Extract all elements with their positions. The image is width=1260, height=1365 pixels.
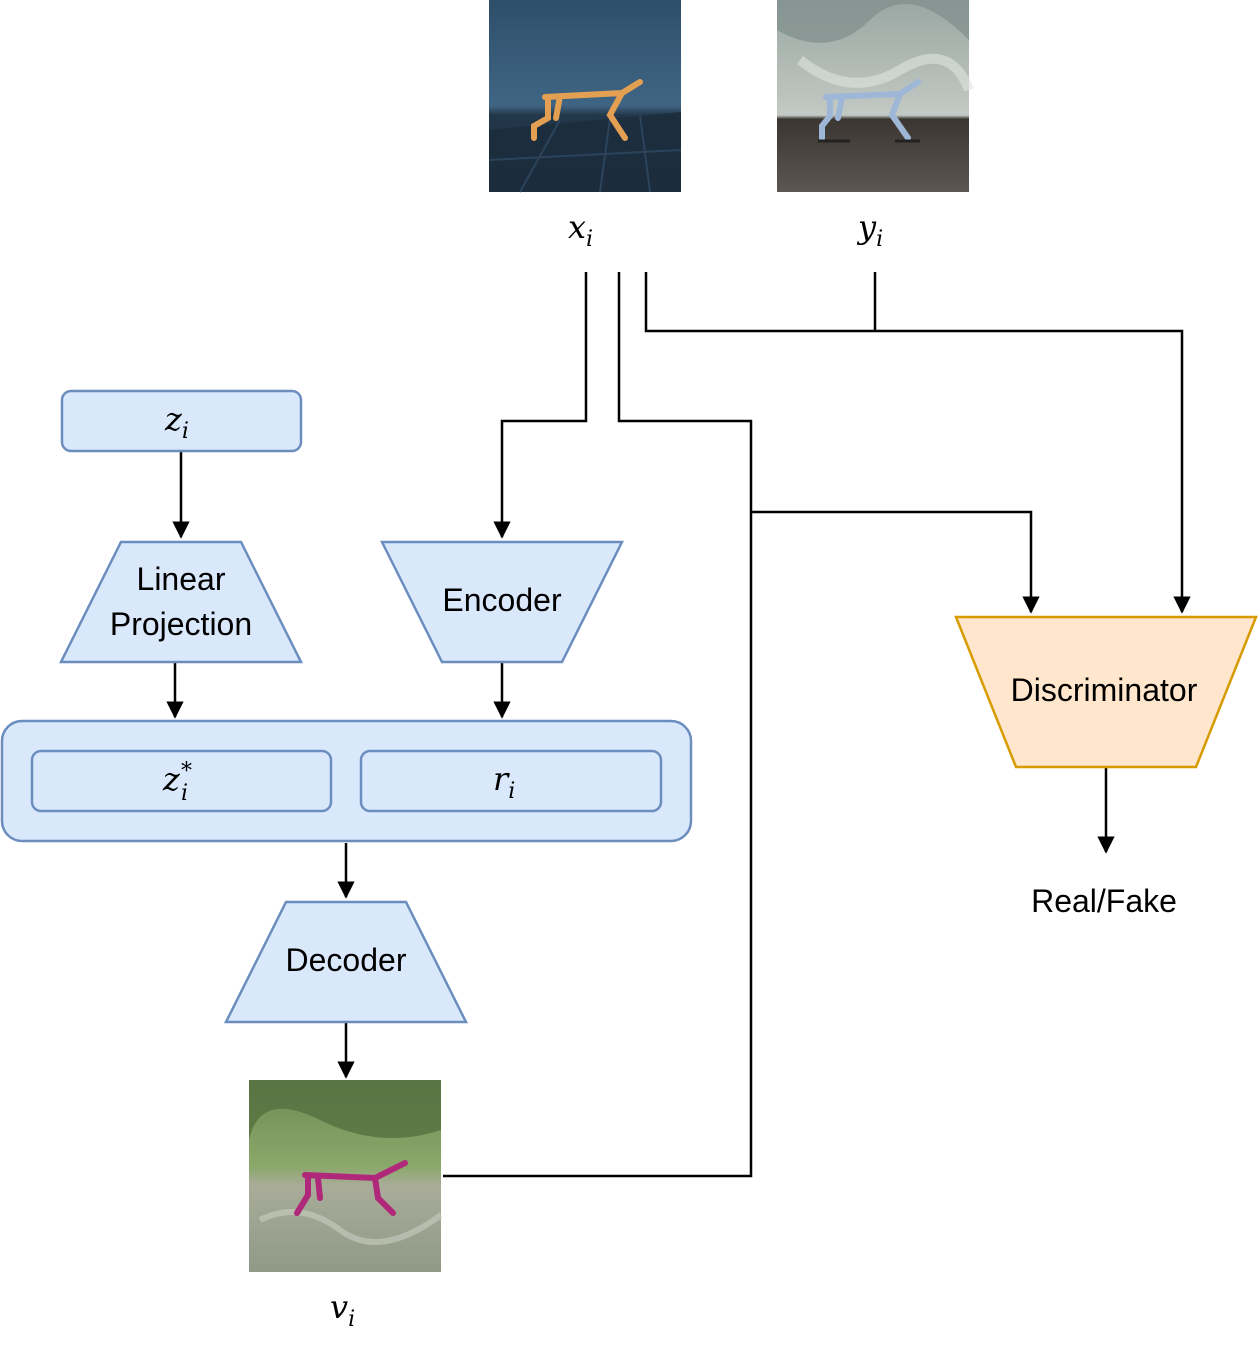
node-r-label: ri [493,760,515,804]
connectors [166,272,1191,1178]
image-y [777,0,974,192]
decoder-label: Decoder [286,942,407,978]
edge-fake-to-discriminator [751,510,1040,614]
edge-x-to-encoder [493,272,588,539]
label-x: xi [568,208,593,252]
node-z-star-label: z*i [162,759,192,806]
label-y: yi [856,208,883,252]
encoder-label: Encoder [442,582,562,618]
node-z-star: z*i [30,749,333,813]
node-encoder: Encoder [379,540,625,664]
node-decoder: Decoder [223,900,469,1024]
node-discriminator: Discriminator [954,615,1258,769]
linear-projection-line2: Projection [110,606,252,642]
image-x [488,0,682,193]
image-v [249,1080,443,1272]
output-label: Real/Fake [1031,883,1177,919]
discriminator-label: Discriminator [1011,672,1198,708]
edge-x-to-discriminator [443,272,753,1178]
linear-projection-line1: Linear [137,561,226,597]
node-r: ri [359,749,663,813]
edge-xy-to-discriminator [644,272,1191,614]
node-z: zi [60,389,303,453]
node-linear-projection: Linear Projection [58,540,304,664]
node-z-label: zi [164,400,189,444]
node-latent-group: z*i ri [0,719,693,843]
label-v: vi [330,1288,355,1332]
